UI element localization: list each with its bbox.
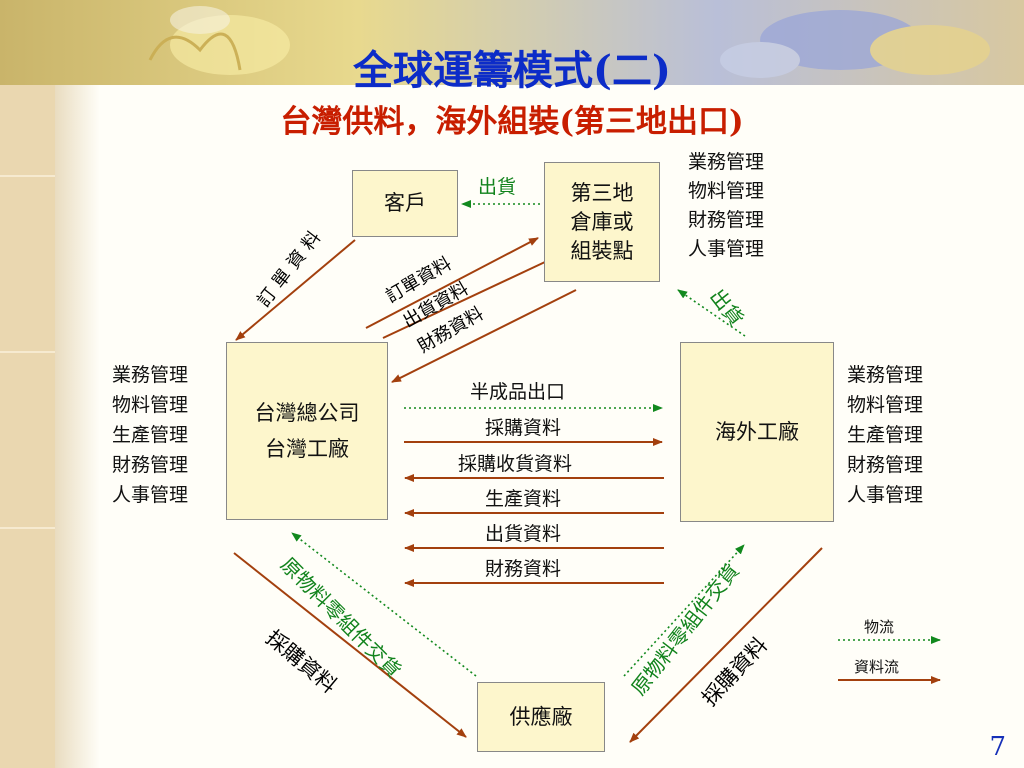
finance-data-label: 財務資料: [485, 558, 562, 580]
decorative-flowers: [148, 6, 990, 78]
ship-to-customer-label: 出貨: [478, 176, 517, 198]
slide-title: 全球運籌模式(二): [353, 47, 671, 94]
legend-data-flow: 資料流: [854, 658, 900, 676]
purchase-receipt-label: 採購收貨資料: [458, 453, 573, 475]
taiwan-hq-box: 台灣總公司 台灣工廠: [226, 342, 388, 520]
hq-label-2: 台灣工廠: [265, 437, 349, 461]
shipping-data-label: 出貨資料: [485, 523, 562, 545]
customer-label: 客戶: [384, 191, 426, 215]
warehouse-label-3: 組裝點: [570, 238, 634, 263]
warehouse-label-1: 第三地: [570, 180, 634, 205]
customer-box: 客戶: [352, 170, 458, 237]
legend-material-flow: 物流: [864, 618, 895, 636]
slide-subtitle: 台灣供料，海外組裝(第三地出口): [280, 104, 744, 140]
purchase-data-label: 採購資料: [485, 417, 562, 439]
production-data-label: 生產資料: [485, 488, 562, 510]
warehouse-label-2: 倉庫或: [570, 209, 634, 234]
warehouse-box: 第三地 倉庫或 組裝點: [544, 162, 660, 282]
page-number: 7: [989, 732, 1006, 762]
overseas-functions: 業務管理 物料管理 生產管理 財務管理 人事管理: [847, 364, 924, 506]
supplier-label: 供應廠: [509, 704, 573, 729]
warehouse-functions: 業務管理 物料管理 財務管理 人事管理: [688, 151, 765, 260]
semi-finished-export-label: 半成品出口: [470, 381, 566, 403]
overseas-label: 海外工廠: [715, 419, 799, 444]
supplier-box: 供應廠: [477, 682, 605, 752]
hq-label-1: 台灣總公司: [254, 401, 360, 425]
overseas-factory-box: 海外工廠: [680, 342, 834, 522]
left-tile-grid: [0, 175, 55, 529]
hq-functions: 業務管理 物料管理 生產管理 財務管理 人事管理: [112, 364, 189, 506]
